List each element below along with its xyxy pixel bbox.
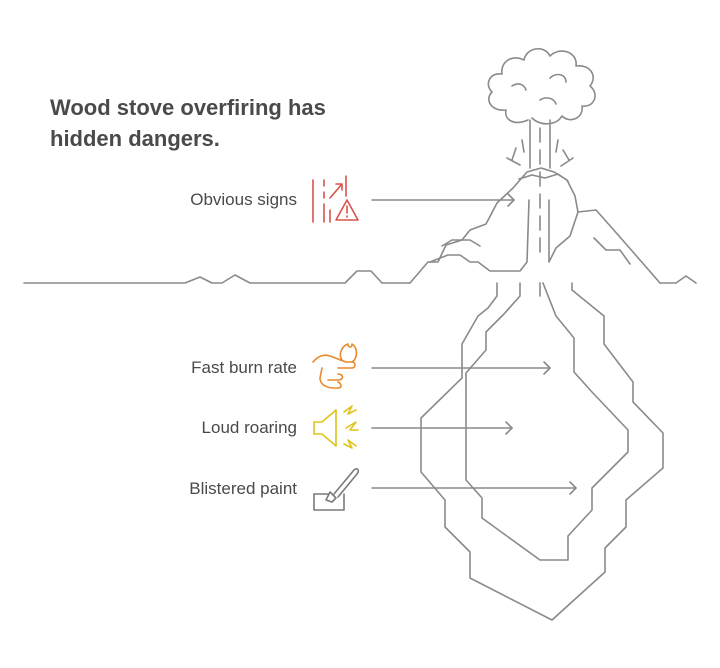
volcano-ridge-left-2 xyxy=(441,239,481,247)
label-fast-burn-rate: Fast burn rate xyxy=(191,358,297,377)
volcano-crater xyxy=(518,173,569,182)
ground-line-right xyxy=(659,275,697,284)
eruption-spark-right xyxy=(555,139,574,167)
page-title: Wood stove overfiring has hidden dangers… xyxy=(50,95,326,151)
volcano-outline xyxy=(409,167,661,284)
eruption-spark-left xyxy=(506,139,525,166)
warning-road-icon xyxy=(312,175,359,223)
smoke-cloud-detail xyxy=(511,73,567,105)
label-obvious-signs: Obvious signs xyxy=(190,190,297,209)
smoke-cloud xyxy=(487,48,596,125)
paint-brush-icon xyxy=(313,468,360,511)
label-loud-roaring: Loud roaring xyxy=(201,418,297,437)
volcano-ridge-right xyxy=(548,199,579,263)
arrow-loud-roaring xyxy=(371,421,513,435)
arrow-obvious-signs xyxy=(371,193,515,207)
volcano-ridge-right-2 xyxy=(593,237,631,265)
arrow-fast-burn-rate xyxy=(371,361,551,375)
iceberg-outer xyxy=(420,282,664,621)
volcano-ridge-left xyxy=(429,199,530,272)
speaker-icon xyxy=(313,405,359,449)
iceberg-inner xyxy=(465,282,629,561)
fire-hand-icon xyxy=(312,343,358,389)
label-blistered-paint: Blistered paint xyxy=(189,479,297,498)
arrow-blistered-paint xyxy=(371,481,577,495)
ground-line xyxy=(23,270,411,284)
